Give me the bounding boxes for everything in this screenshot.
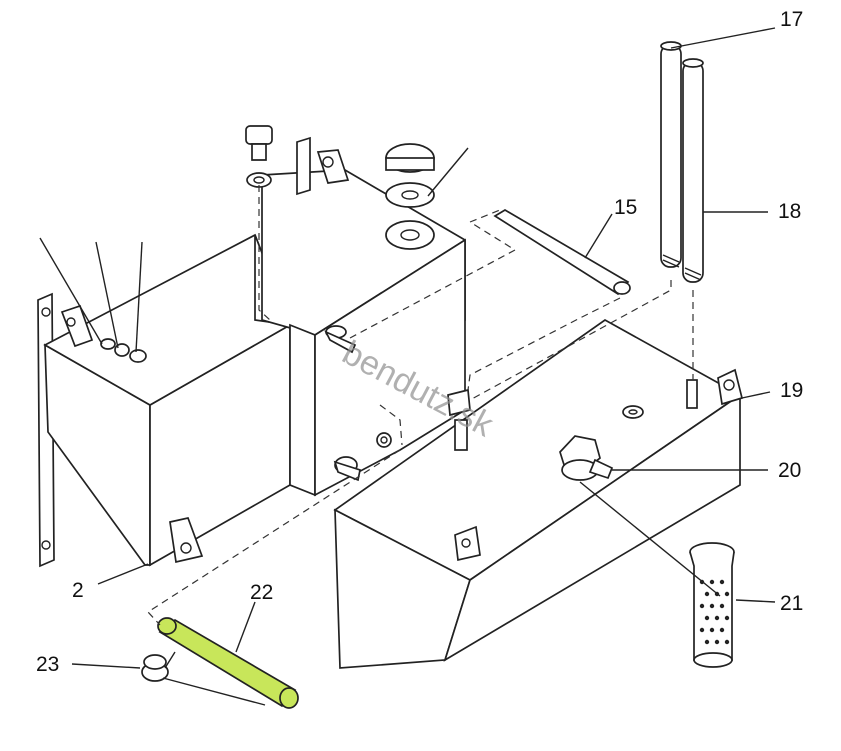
label-21: 21 [780,592,803,615]
part-labels: 2 15 17 18 19 20 21 22 23 [36,8,803,676]
label-15: 15 [614,196,637,219]
filler-cap [245,125,273,188]
filter-strainer [689,542,735,668]
label-19: 19 [780,379,803,402]
assembly-lines [147,185,694,626]
sender-flange [385,143,469,250]
hose-clamp [141,651,266,706]
right-tank [333,318,744,669]
hose-22-highlighted [157,617,299,709]
label-18: 18 [778,200,801,223]
left-tank [37,136,471,568]
leader-lines [39,27,776,669]
label-2: 2 [72,579,84,602]
pipe-15 [493,209,631,296]
label-20: 20 [778,459,801,482]
label-22: 22 [250,581,273,604]
label-17: 17 [780,8,803,31]
label-23: 23 [36,653,59,676]
drain-valve [559,435,614,481]
vertical-tubes [660,41,704,283]
